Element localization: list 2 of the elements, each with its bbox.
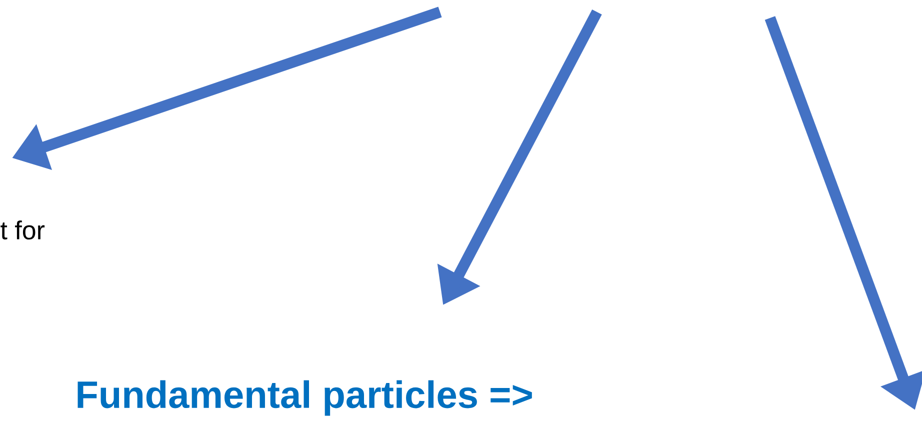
text-label: Fundamental particles => [78, 380, 532, 416]
text-label: t for [0, 220, 45, 240]
